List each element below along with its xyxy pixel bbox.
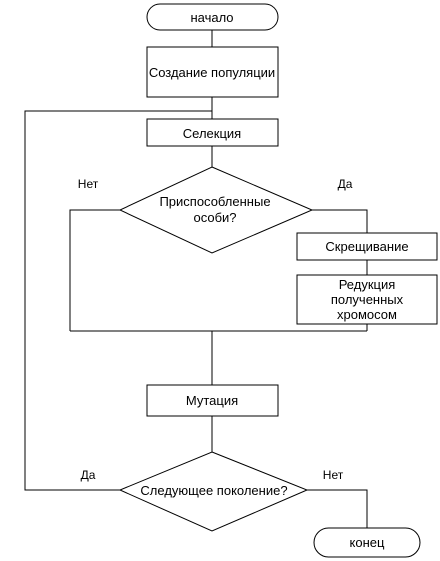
crossover-box <box>296 232 438 261</box>
fit-no-label: Нет <box>78 177 99 191</box>
end-terminal <box>313 527 421 558</box>
nodes <box>118 3 438 558</box>
next-yes-label: Да <box>81 468 96 482</box>
next-no-label: Нет <box>323 468 344 482</box>
connector-next-no <box>307 489 368 528</box>
create-population-label: Создание популяции <box>149 65 275 80</box>
fit-decision-label-line2: особи? <box>193 210 236 225</box>
reduction-label-line2: полученных <box>331 292 404 307</box>
next-generation-decision-diamond <box>118 451 309 532</box>
connectors <box>24 30 368 528</box>
create-population-box <box>146 46 279 98</box>
reduction-label-line1: Редукция <box>339 277 396 292</box>
selection-box <box>146 118 279 147</box>
node-labels: начало Создание популяции Селекция Присп… <box>140 10 408 550</box>
start-label: начало <box>190 10 233 25</box>
mutation-label: Мутация <box>186 393 238 408</box>
fit-decision-label-line1: Приспособленные <box>159 194 270 209</box>
connector-fit-no <box>69 209 120 331</box>
branch-labels: Нет Да Да Нет <box>78 177 353 482</box>
selection-label: Селекция <box>183 126 241 141</box>
start-terminal <box>146 3 279 31</box>
fit-yes-label: Да <box>338 177 353 191</box>
reduction-box <box>296 274 438 325</box>
fit-decision-diamond <box>118 166 314 254</box>
next-generation-label: Следующее поколение? <box>140 483 287 498</box>
reduction-label-line3: хромосом <box>337 307 397 322</box>
end-label: конец <box>350 535 385 550</box>
mutation-box <box>146 384 279 417</box>
connector-next-yes-loop <box>24 110 212 491</box>
connector-fit-yes <box>312 209 368 233</box>
crossover-label: Скрещивание <box>325 239 408 254</box>
